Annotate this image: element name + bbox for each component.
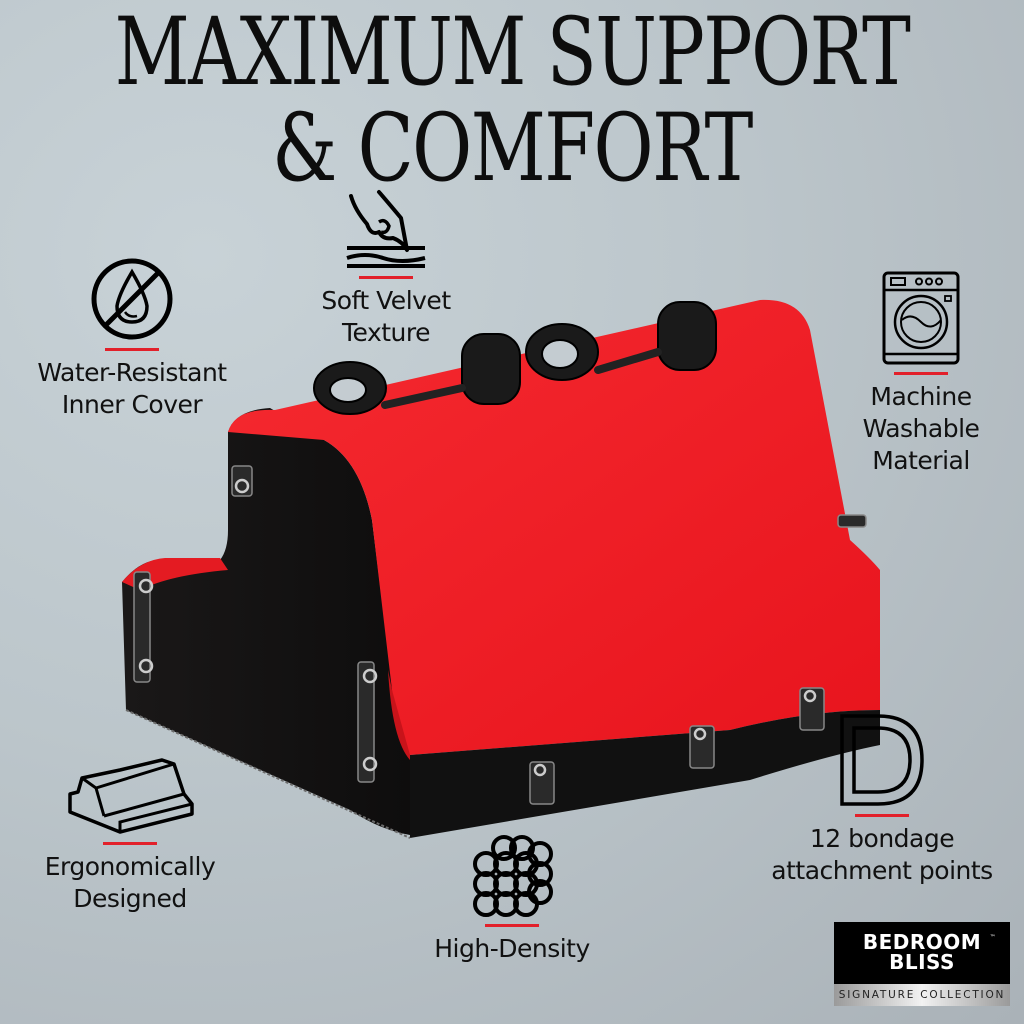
feature-label: High-Density	[434, 934, 590, 963]
feature-attachment-points: 12 bondage attachment points	[746, 712, 1018, 887]
no-water-drop-icon	[91, 258, 173, 340]
accent-rule	[103, 842, 157, 845]
headline-line-2: & COMFORT	[272, 94, 753, 203]
feature-ergonomic: Ergonomically Designed	[20, 756, 240, 915]
brand-line-2: BLISS	[889, 950, 955, 974]
feature-label: Water-Resistant Inner Cover	[37, 358, 227, 419]
accent-rule	[485, 924, 539, 927]
feature-machine-washable: Machine Washable Material	[818, 270, 1024, 477]
accent-rule	[105, 348, 159, 351]
product-wedge-sofa-image	[122, 299, 880, 839]
headline: MAXIMUM SUPPORT & COMFORT	[0, 6, 1024, 196]
hand-touch-fabric-icon	[346, 190, 426, 268]
trademark-symbol: ™	[989, 934, 996, 941]
brand-logo: BEDROOM BLISS ™ SIGNATURE COLLECTION	[834, 922, 1010, 1008]
brand-name-block: BEDROOM BLISS ™	[834, 922, 1010, 984]
wedge-cushion-icon	[68, 758, 194, 834]
feature-label: Ergonomically Designed	[44, 852, 216, 913]
stacked-spheres-icon	[473, 835, 553, 917]
feature-label: Soft Velvet Texture	[321, 286, 451, 347]
feature-soft-velvet: Soft Velvet Texture	[286, 188, 486, 349]
headline-line-1: MAXIMUM SUPPORT	[114, 0, 911, 107]
accent-rule	[894, 372, 948, 375]
accent-rule	[855, 814, 909, 817]
feature-high-density: High-Density	[410, 834, 614, 965]
d-ring-icon	[840, 714, 924, 806]
feature-water-resistant: Water-Resistant Inner Cover	[22, 256, 242, 421]
accent-rule	[359, 276, 413, 279]
feature-label: Machine Washable Material	[862, 382, 980, 475]
brand-line-1: BEDROOM	[862, 930, 982, 954]
washing-machine-icon	[882, 271, 960, 365]
feature-label: 12 bondage attachment points	[771, 824, 993, 885]
brand-subline: SIGNATURE COLLECTION	[834, 984, 1010, 1006]
